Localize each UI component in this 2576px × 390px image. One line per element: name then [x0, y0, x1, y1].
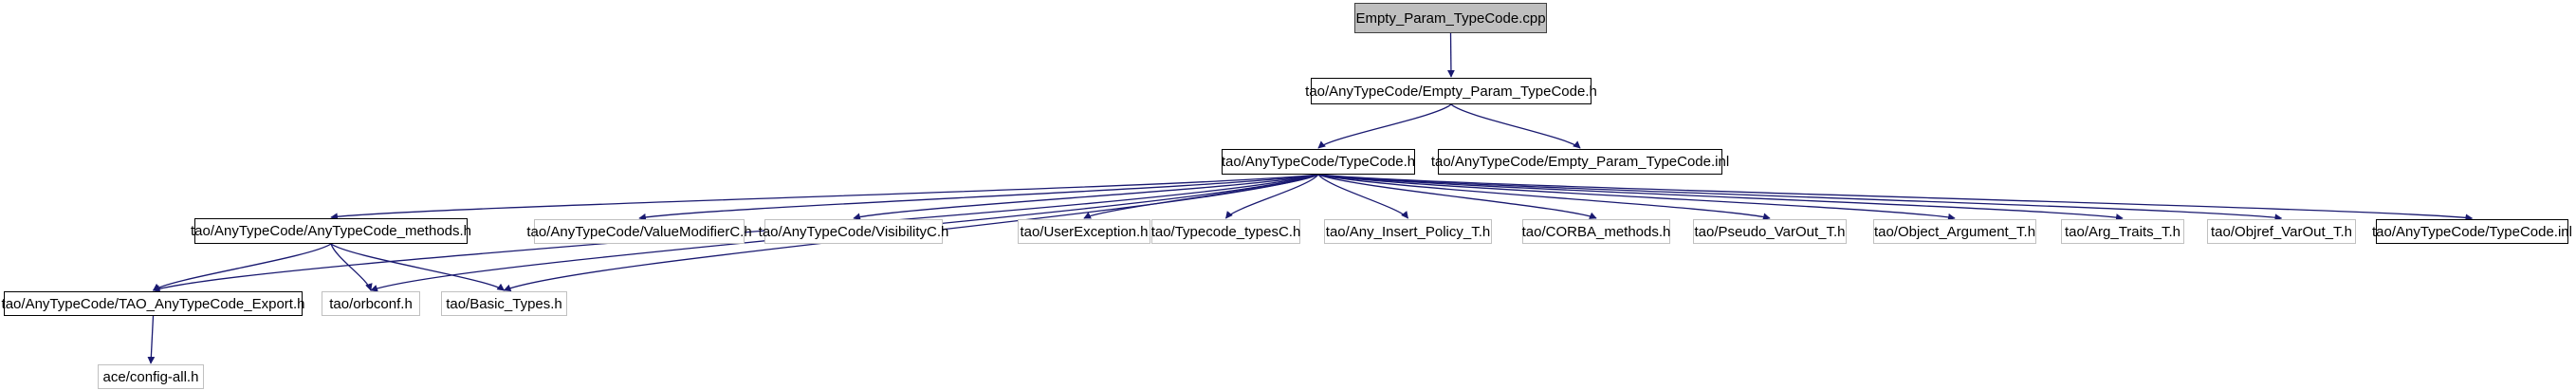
- graph-node-label: tao/AnyTypeCode/Empty_Param_TypeCode.inl: [1430, 154, 1730, 170]
- graph-node-n18[interactable]: tao/Basic_Types.h: [441, 291, 567, 316]
- graph-edge-n2-n8: [1224, 174, 1319, 219]
- graph-node-label: tao/Arg_Traits_T.h: [2065, 223, 2180, 240]
- graph-node-label: tao/AnyTypeCode/AnyTypeCode_methods.h: [190, 223, 472, 239]
- graph-node-label: ace/config-all.h: [102, 368, 199, 385]
- graph-node-n16[interactable]: tao/AnyTypeCode/TAO_AnyTypeCode_Export.h: [1, 291, 305, 316]
- graph-node-label: tao/AnyTypeCode/TypeCode.inl: [2372, 223, 2572, 240]
- graph-node-n14[interactable]: tao/Objref_VarOut_T.h: [2207, 219, 2356, 244]
- graph-node-n19[interactable]: ace/config-all.h: [98, 364, 204, 389]
- graph-edge-n16-n19: [147, 315, 156, 364]
- graph-edge-n1-n2: [1317, 103, 1452, 149]
- graph-edge-n2-n10: [1317, 174, 1597, 219]
- graph-node-label: tao/Typecode_typesC.h: [1150, 223, 1301, 240]
- graph-edge-n2-n6: [853, 174, 1319, 221]
- graph-node-n2[interactable]: tao/AnyTypeCode/TypeCode.h: [1222, 149, 1415, 175]
- graph-node-n6[interactable]: tao/AnyTypeCode/VisibilityC.h: [759, 219, 948, 244]
- graph-node-label: tao/Pseudo_VarOut_T.h: [1694, 223, 1846, 240]
- graph-node-n8[interactable]: tao/Typecode_typesC.h: [1151, 219, 1300, 244]
- graph-edge-n4-n17: [330, 243, 373, 291]
- graph-edge-n2-n9: [1317, 174, 1409, 219]
- graph-node-label: tao/Object_Argument_T.h: [1873, 223, 2036, 240]
- graph-node-n10[interactable]: tao/CORBA_methods.h: [1522, 219, 1670, 244]
- graph-node-n4[interactable]: tao/AnyTypeCode/AnyTypeCode_methods.h: [190, 218, 472, 244]
- graph-node-label: tao/UserException.h: [1020, 223, 1149, 240]
- graph-edge-n1-n3: [1450, 103, 1581, 149]
- graph-node-label: tao/AnyTypeCode/ValueModifierC.h: [526, 223, 752, 240]
- graph-node-n0[interactable]: Empty_Param_TypeCode.cpp: [1354, 3, 1547, 33]
- graph-node-label: tao/orbconf.h: [329, 295, 413, 312]
- graph-node-n15[interactable]: tao/AnyTypeCode/TypeCode.inl: [2372, 219, 2572, 244]
- graph-node-label: tao/AnyTypeCode/VisibilityC.h: [758, 223, 949, 240]
- graph-node-label: tao/Any_Insert_Policy_T.h: [1325, 223, 1491, 240]
- graph-edge-n4-n18: [330, 243, 506, 291]
- graph-edge-n2-n15: [1317, 174, 2474, 222]
- graph-node-label: tao/AnyTypeCode/Empty_Param_TypeCode.h: [1305, 83, 1597, 100]
- graph-edge-n2-n14: [1317, 174, 2283, 222]
- graph-node-n3[interactable]: tao/AnyTypeCode/Empty_Param_TypeCode.inl: [1431, 149, 1729, 175]
- graph-edge-n2-n5: [638, 174, 1319, 221]
- graph-node-n1[interactable]: tao/AnyTypeCode/Empty_Param_TypeCode.h: [1305, 78, 1597, 104]
- graph-node-label: tao/AnyTypeCode/TAO_AnyTypeCode_Export.h: [1, 295, 305, 312]
- graph-edge-n0-n1: [1447, 32, 1455, 78]
- graph-node-label: tao/Basic_Types.h: [446, 295, 562, 312]
- graph-node-n5[interactable]: tao/AnyTypeCode/ValueModifierC.h: [526, 219, 752, 244]
- graph-node-n9[interactable]: tao/Any_Insert_Policy_T.h: [1324, 219, 1492, 244]
- graph-edge-n2-n13: [1317, 174, 2124, 221]
- graph-node-n11[interactable]: tao/Pseudo_VarOut_T.h: [1693, 219, 1847, 244]
- graph-edge-n2-n7: [1083, 174, 1319, 219]
- graph-node-n13[interactable]: tao/Arg_Traits_T.h: [2061, 219, 2184, 244]
- graph-node-n17[interactable]: tao/orbconf.h: [322, 291, 420, 316]
- graph-node-n12[interactable]: tao/Object_Argument_T.h: [1873, 219, 2036, 244]
- graph-edge-n2-n4: [330, 174, 1319, 221]
- graph-node-label: Empty_Param_TypeCode.cpp: [1355, 9, 1546, 27]
- graph-edge-n2-n11: [1317, 174, 1771, 221]
- graph-node-n7[interactable]: tao/UserException.h: [1018, 219, 1150, 244]
- graph-edge-n4-n16: [152, 243, 332, 291]
- graph-node-label: tao/AnyTypeCode/TypeCode.h: [1221, 154, 1416, 170]
- graph-node-label: tao/CORBA_methods.h: [1521, 223, 1671, 240]
- graph-edge-n2-n12: [1317, 174, 1956, 221]
- graph-node-label: tao/Objref_VarOut_T.h: [2211, 223, 2352, 240]
